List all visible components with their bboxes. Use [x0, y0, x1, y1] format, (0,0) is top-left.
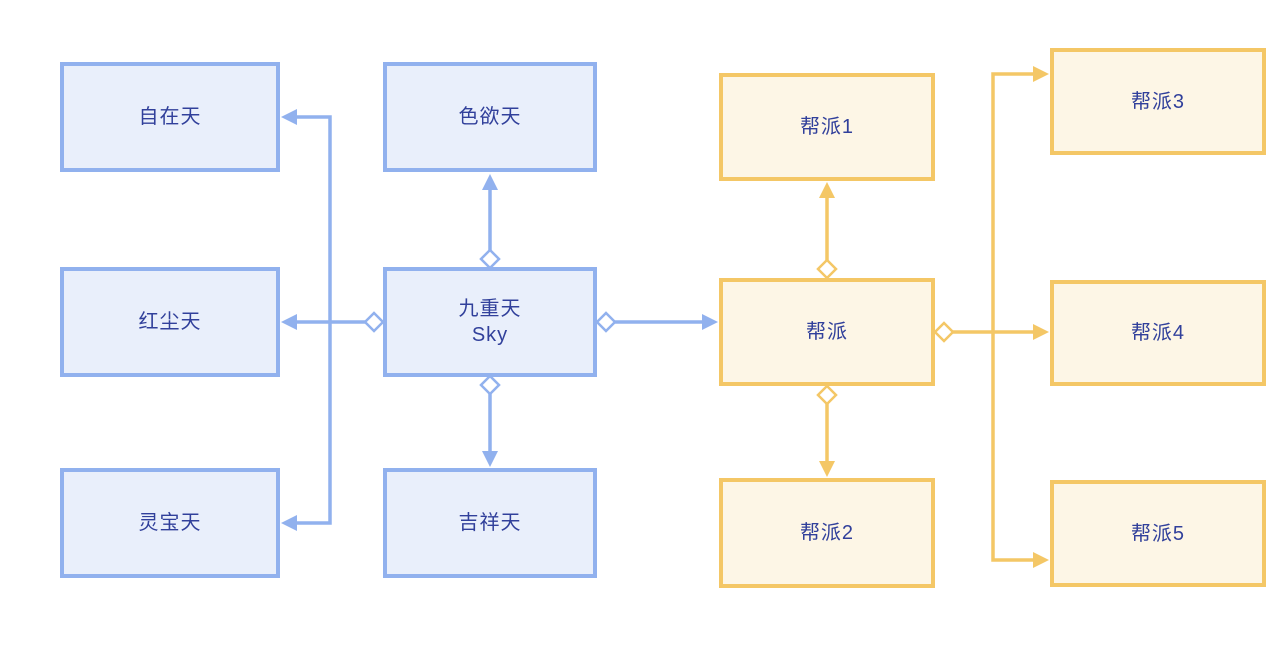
- arrowhead-left-icon: [281, 515, 297, 531]
- edge-line[interactable]: [297, 115, 332, 322]
- edge-sky-to-seyutian[interactable]: [482, 174, 498, 259]
- arrowhead-right-icon: [1033, 66, 1049, 82]
- edge-sky-to-zizaitian[interactable]: [281, 109, 332, 322]
- edge-line[interactable]: [991, 72, 1034, 332]
- node-bangpai3[interactable]: 帮派3: [1050, 48, 1266, 155]
- node-label: 吉祥天: [458, 512, 522, 534]
- node-label: 帮派1: [799, 116, 855, 138]
- link-port-diamond[interactable]: [363, 311, 385, 333]
- edge-bangpai-to-bangpai3[interactable]: [991, 66, 1049, 332]
- node-sky[interactable]: 九重天 Sky: [383, 267, 597, 377]
- link-port-diamond[interactable]: [595, 311, 617, 333]
- node-label: 色欲天: [458, 106, 522, 128]
- edge-sky-to-bangpai[interactable]: [606, 314, 718, 330]
- arrowhead-up-icon: [482, 174, 498, 190]
- arrowhead-right-icon: [1033, 552, 1049, 568]
- edge-sky-to-lingbaotian[interactable]: [281, 322, 332, 531]
- link-port-diamond[interactable]: [479, 374, 501, 396]
- link-port-diamond[interactable]: [816, 384, 838, 406]
- node-label: 自在天: [138, 106, 202, 128]
- arrowhead-down-icon: [819, 461, 835, 477]
- node-label: 帮派3: [1130, 90, 1186, 113]
- link-port-diamond[interactable]: [933, 321, 955, 343]
- node-bangpai[interactable]: 帮派: [719, 278, 935, 386]
- node-jixiangtian[interactable]: 吉祥天: [383, 468, 597, 578]
- edge-bangpai-to-bangpai1[interactable]: [819, 182, 835, 269]
- link-port-diamond[interactable]: [816, 258, 838, 280]
- arrowhead-down-icon: [482, 451, 498, 467]
- arrowhead-up-icon: [819, 182, 835, 198]
- node-label: 九重天: [458, 298, 522, 320]
- node-bangpai1[interactable]: 帮派1: [719, 73, 935, 181]
- node-label: 帮派: [806, 321, 848, 343]
- edge-sky-to-hongchentian[interactable]: [281, 314, 374, 330]
- node-seyutian[interactable]: 色欲天: [383, 62, 597, 172]
- node-label: 灵宝天: [138, 512, 202, 534]
- node-label: 红尘天: [138, 311, 202, 333]
- node-bangpai2[interactable]: 帮派2: [719, 478, 935, 588]
- node-lingbaotian[interactable]: 灵宝天: [60, 468, 280, 578]
- arrowhead-left-icon: [281, 109, 297, 125]
- edge-sky-to-jixiangtian[interactable]: [482, 385, 498, 467]
- edge-bangpai-to-bangpai2[interactable]: [819, 395, 835, 477]
- arrowhead-right-icon: [702, 314, 718, 330]
- node-hongchentian[interactable]: 红尘天: [60, 267, 280, 377]
- node-bangpai5[interactable]: 帮派5: [1050, 480, 1266, 587]
- edge-line[interactable]: [297, 322, 332, 525]
- node-zizaitian[interactable]: 自在天: [60, 62, 280, 172]
- arrowhead-right-icon: [1033, 324, 1049, 340]
- edge-bangpai-to-bangpai5[interactable]: [991, 332, 1049, 568]
- node-label: 帮派2: [799, 522, 855, 544]
- arrowhead-left-icon: [281, 314, 297, 330]
- link-port-diamond[interactable]: [479, 248, 501, 270]
- node-label: 帮派4: [1130, 322, 1186, 344]
- node-sublabel: Sky: [471, 324, 509, 346]
- node-bangpai4[interactable]: 帮派4: [1050, 280, 1266, 386]
- edge-bangpai-to-bangpai4[interactable]: [944, 324, 1049, 340]
- edge-line[interactable]: [991, 332, 1034, 562]
- node-label: 帮派5: [1130, 522, 1186, 545]
